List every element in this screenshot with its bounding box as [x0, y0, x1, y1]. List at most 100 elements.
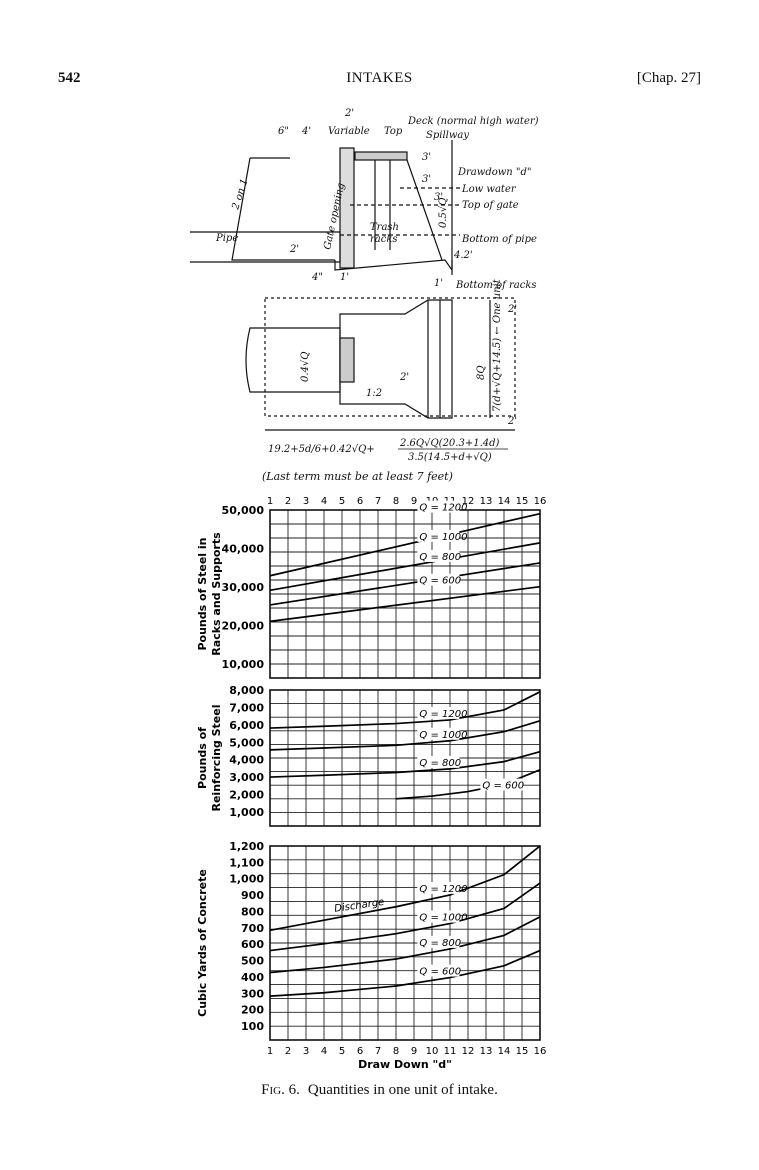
- series-line: [269, 750, 541, 778]
- front-wall: [354, 151, 408, 161]
- y-axis-label: Pounds of Steel in: [196, 537, 209, 650]
- y-tick-label: 50,000: [222, 504, 265, 517]
- formula-fraction-numerator: 2.6Q√Q(20.3+1.4d): [399, 438, 500, 449]
- y-tick-label: 30,000: [222, 581, 265, 594]
- series-line: [269, 949, 541, 997]
- label-pipe: Pipe: [216, 233, 239, 244]
- x-tick-label: 15: [516, 1046, 529, 1057]
- series-label-background: [417, 964, 460, 977]
- plot-frame: [269, 689, 541, 827]
- series-label: Q = 1000: [419, 913, 467, 924]
- label-dim-3b: 3': [422, 174, 431, 185]
- y-tick-label: 1,000: [229, 873, 264, 886]
- plan-pipe: [245, 327, 341, 393]
- series-label: Q = 800: [419, 552, 461, 563]
- chart-reinforcing-steel: 8,0007,0006,0005,0004,0003,0002,0001,000…: [196, 684, 541, 827]
- chart-concrete: 1,2001,1001,0009008007006005004003002001…: [196, 840, 546, 1071]
- series-label-background: [417, 881, 460, 894]
- label-racks: racks: [370, 234, 398, 245]
- y-tick-label: 5,000: [229, 736, 264, 749]
- label-bottom-of-pipe: Bottom of pipe: [461, 234, 537, 245]
- x-tick-label: 14: [498, 496, 511, 507]
- series-line: [269, 512, 541, 577]
- y-tick-label: 6,000: [229, 719, 264, 732]
- y-tick-label: 10,000: [222, 658, 265, 671]
- x-tick-label: 5: [339, 496, 345, 507]
- x-tick-label: 6: [357, 496, 363, 507]
- x-tick-label: 12: [462, 496, 475, 507]
- series-line: [269, 585, 541, 623]
- y-tick-label: 40,000: [222, 543, 265, 556]
- x-tick-label: 8: [393, 496, 399, 507]
- x-tick-label: 5: [339, 1046, 345, 1057]
- series-label-background: [417, 573, 460, 586]
- plot-frame: [269, 845, 541, 1041]
- series-line: [269, 691, 541, 729]
- series-label: Q = 800: [419, 758, 461, 769]
- x-tick-label: 16: [534, 1046, 547, 1057]
- x-tick-label: 9: [411, 1046, 417, 1057]
- label-dim-3c: 3': [434, 192, 443, 203]
- x-tick-label: 15: [516, 496, 529, 507]
- chapter-reference: [Chap. 27]: [636, 70, 701, 86]
- pipe-shape: [190, 231, 341, 263]
- label-dim-2-plan: 2': [399, 372, 409, 383]
- label-04q: 0.4√Q: [300, 352, 311, 382]
- series-label: Q = 1200: [419, 709, 467, 720]
- plot-frame: [269, 509, 541, 679]
- label-bottom-of-racks: Bottom of racks: [455, 280, 537, 291]
- y-axis-label: Pounds of: [196, 727, 209, 789]
- x-tick-label: 2: [285, 496, 291, 507]
- y-tick-label: 900: [241, 889, 264, 902]
- label-low-water: Low water: [461, 184, 517, 195]
- formula-fraction-denominator: 3.5(14.5+d+√Q): [408, 452, 492, 463]
- chart-annotation: Discharge: [334, 897, 385, 915]
- x-tick-label: 8: [393, 1046, 399, 1057]
- series-label-background: [417, 755, 460, 768]
- x-tick-label: 1: [267, 1046, 273, 1057]
- label-dim-top: 2': [344, 108, 354, 119]
- y-tick-label: 1,100: [229, 856, 264, 869]
- embankment-slope: [231, 157, 335, 261]
- y-tick-label: 800: [241, 905, 264, 918]
- x-tick-label: 3: [303, 1046, 309, 1057]
- series-label-background: [417, 549, 460, 562]
- x-tick-label: 12: [462, 1046, 475, 1057]
- figure-number: Fig. 6.: [261, 1082, 300, 1098]
- label-trash: Trash: [370, 222, 399, 233]
- y-tick-label: 200: [241, 1004, 264, 1017]
- y-tick-label: 3,000: [229, 771, 264, 784]
- y-axis-label: Cubic Yards of Concrete: [196, 869, 209, 1017]
- label-top-of-gate: Top of gate: [462, 200, 519, 211]
- label-dim-42: 4.2': [453, 250, 473, 261]
- label-dim-2-left: 2': [289, 244, 299, 255]
- x-tick-label: 4: [321, 1046, 327, 1057]
- label-dim-1-right: 1': [434, 278, 443, 289]
- series-line: [269, 882, 541, 952]
- x-tick-label: 9: [411, 496, 417, 507]
- figure-caption: Fig. 6.Quantities in one unit of intake.: [0, 1082, 759, 1099]
- series-label-background: [480, 778, 523, 791]
- y-tick-label: 1,200: [229, 840, 264, 853]
- x-tick-label: 11: [444, 1046, 457, 1057]
- x-tick-label: 7: [375, 496, 381, 507]
- y-tick-label: 4,000: [229, 754, 264, 767]
- label-deck: Deck (normal high water): [407, 116, 539, 127]
- formula-main: 19.2+5d/6+0.42√Q+: [268, 444, 375, 455]
- series-label: Q = 1200: [419, 884, 467, 895]
- x-tick-label: 16: [534, 496, 547, 507]
- label-dim-4: 4': [301, 126, 311, 137]
- x-tick-label: 13: [480, 496, 493, 507]
- series-line: [269, 720, 541, 751]
- y-tick-label: 8,000: [229, 684, 264, 697]
- label-top: Top: [384, 126, 403, 137]
- series-line: [269, 562, 541, 606]
- series-label-background: [417, 727, 460, 740]
- series-label: Q = 1000: [419, 730, 467, 741]
- series-label: Q = 800: [419, 938, 461, 949]
- label-slope-12: 1:2: [366, 388, 382, 399]
- x-axis-label: Draw Down "d": [358, 1058, 452, 1071]
- y-tick-label: 500: [241, 955, 264, 968]
- label-variable: Variable: [328, 126, 370, 137]
